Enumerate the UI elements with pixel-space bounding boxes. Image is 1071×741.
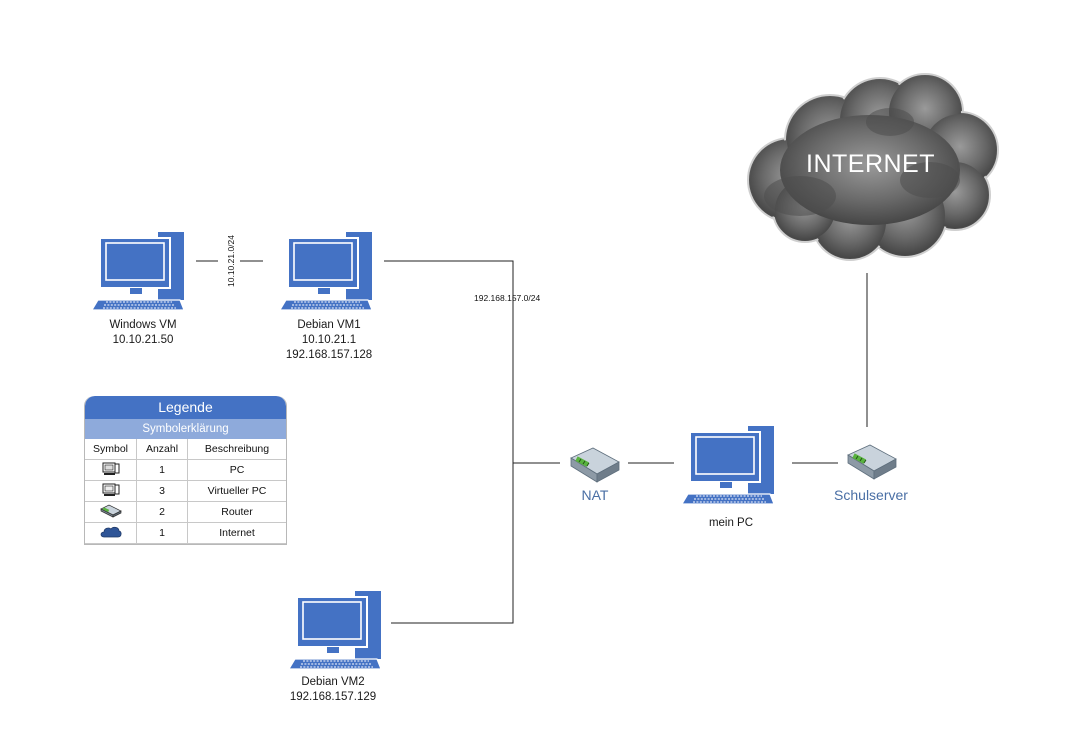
virtual-pc-icon <box>102 483 119 496</box>
debian-vm2-label: Debian VM2 192.168.157.129 <box>268 675 398 705</box>
debian-vm1-ip2: 192.168.157.128 <box>285 349 373 361</box>
link-debian2-bus <box>391 463 514 624</box>
schulserver-label: Schulserver <box>834 487 908 503</box>
mein-pc-computer-icon <box>681 425 775 505</box>
internal-network-label: 10.10.21.0/24 <box>226 235 236 287</box>
legend-row: 1 Internet <box>85 522 286 544</box>
internet-label: INTERNET <box>806 150 935 178</box>
legend-title: Legende <box>85 396 286 419</box>
internet-cloud-icon <box>747 73 999 261</box>
windows-vm-computer-icon <box>91 231 185 311</box>
legend-count: 3 <box>136 480 188 502</box>
legend-header-count: Anzahl <box>136 439 188 460</box>
internet-icon <box>100 526 121 537</box>
debian-vm1-computer-icon <box>279 231 373 311</box>
legend-subtitle: Symbolerklärung <box>85 419 286 439</box>
legend-row: 1 PC <box>85 459 286 481</box>
windows-vm-label: Windows VM 10.10.21.50 <box>80 318 206 348</box>
legend-header-description: Beschreibung <box>187 439 286 460</box>
legend-count: 2 <box>136 501 188 523</box>
debian-vm1-name: Debian VM1 <box>297 319 361 331</box>
legend-row: 2 Router <box>85 501 286 523</box>
legend-panel: Legende Symbolerklärung Symbol Anzahl Be… <box>84 396 287 545</box>
debian-vm1-label: Debian VM1 10.10.21.1 192.168.157.128 <box>264 318 394 363</box>
legend-row: 3 Virtueller PC <box>85 480 286 502</box>
schulserver-router-icon <box>847 444 897 480</box>
legend-description: Virtueller PC <box>187 480 286 502</box>
link-debian1-bus <box>384 260 514 463</box>
nat-label: NAT <box>581 487 609 503</box>
legend-header-symbol: Symbol <box>85 439 137 460</box>
router-icon <box>99 504 122 518</box>
legend-count: 1 <box>136 459 188 481</box>
pc-icon <box>102 462 119 475</box>
debian-vm1-ip1: 10.10.21.1 <box>301 334 357 346</box>
legend-count: 1 <box>136 522 188 544</box>
debian-vm2-ip: 192.168.157.129 <box>289 691 377 703</box>
legend-description: Router <box>187 501 286 523</box>
legend-table: Symbol Anzahl Beschreibung 1 PC <box>85 439 286 544</box>
nat-router-icon <box>570 447 620 483</box>
host-network-label: 192.168.157.0/24 <box>474 293 541 303</box>
mein-pc-label: mein PC <box>708 517 754 529</box>
legend-description: Internet <box>187 522 286 544</box>
windows-vm-name: Windows VM <box>109 319 177 331</box>
debian-vm2-name: Debian VM2 <box>301 676 365 688</box>
windows-vm-ip: 10.10.21.50 <box>112 334 174 346</box>
legend-description: PC <box>187 459 286 481</box>
debian-vm2-computer-icon <box>288 590 382 670</box>
legend-header-row: Symbol Anzahl Beschreibung <box>85 439 286 460</box>
